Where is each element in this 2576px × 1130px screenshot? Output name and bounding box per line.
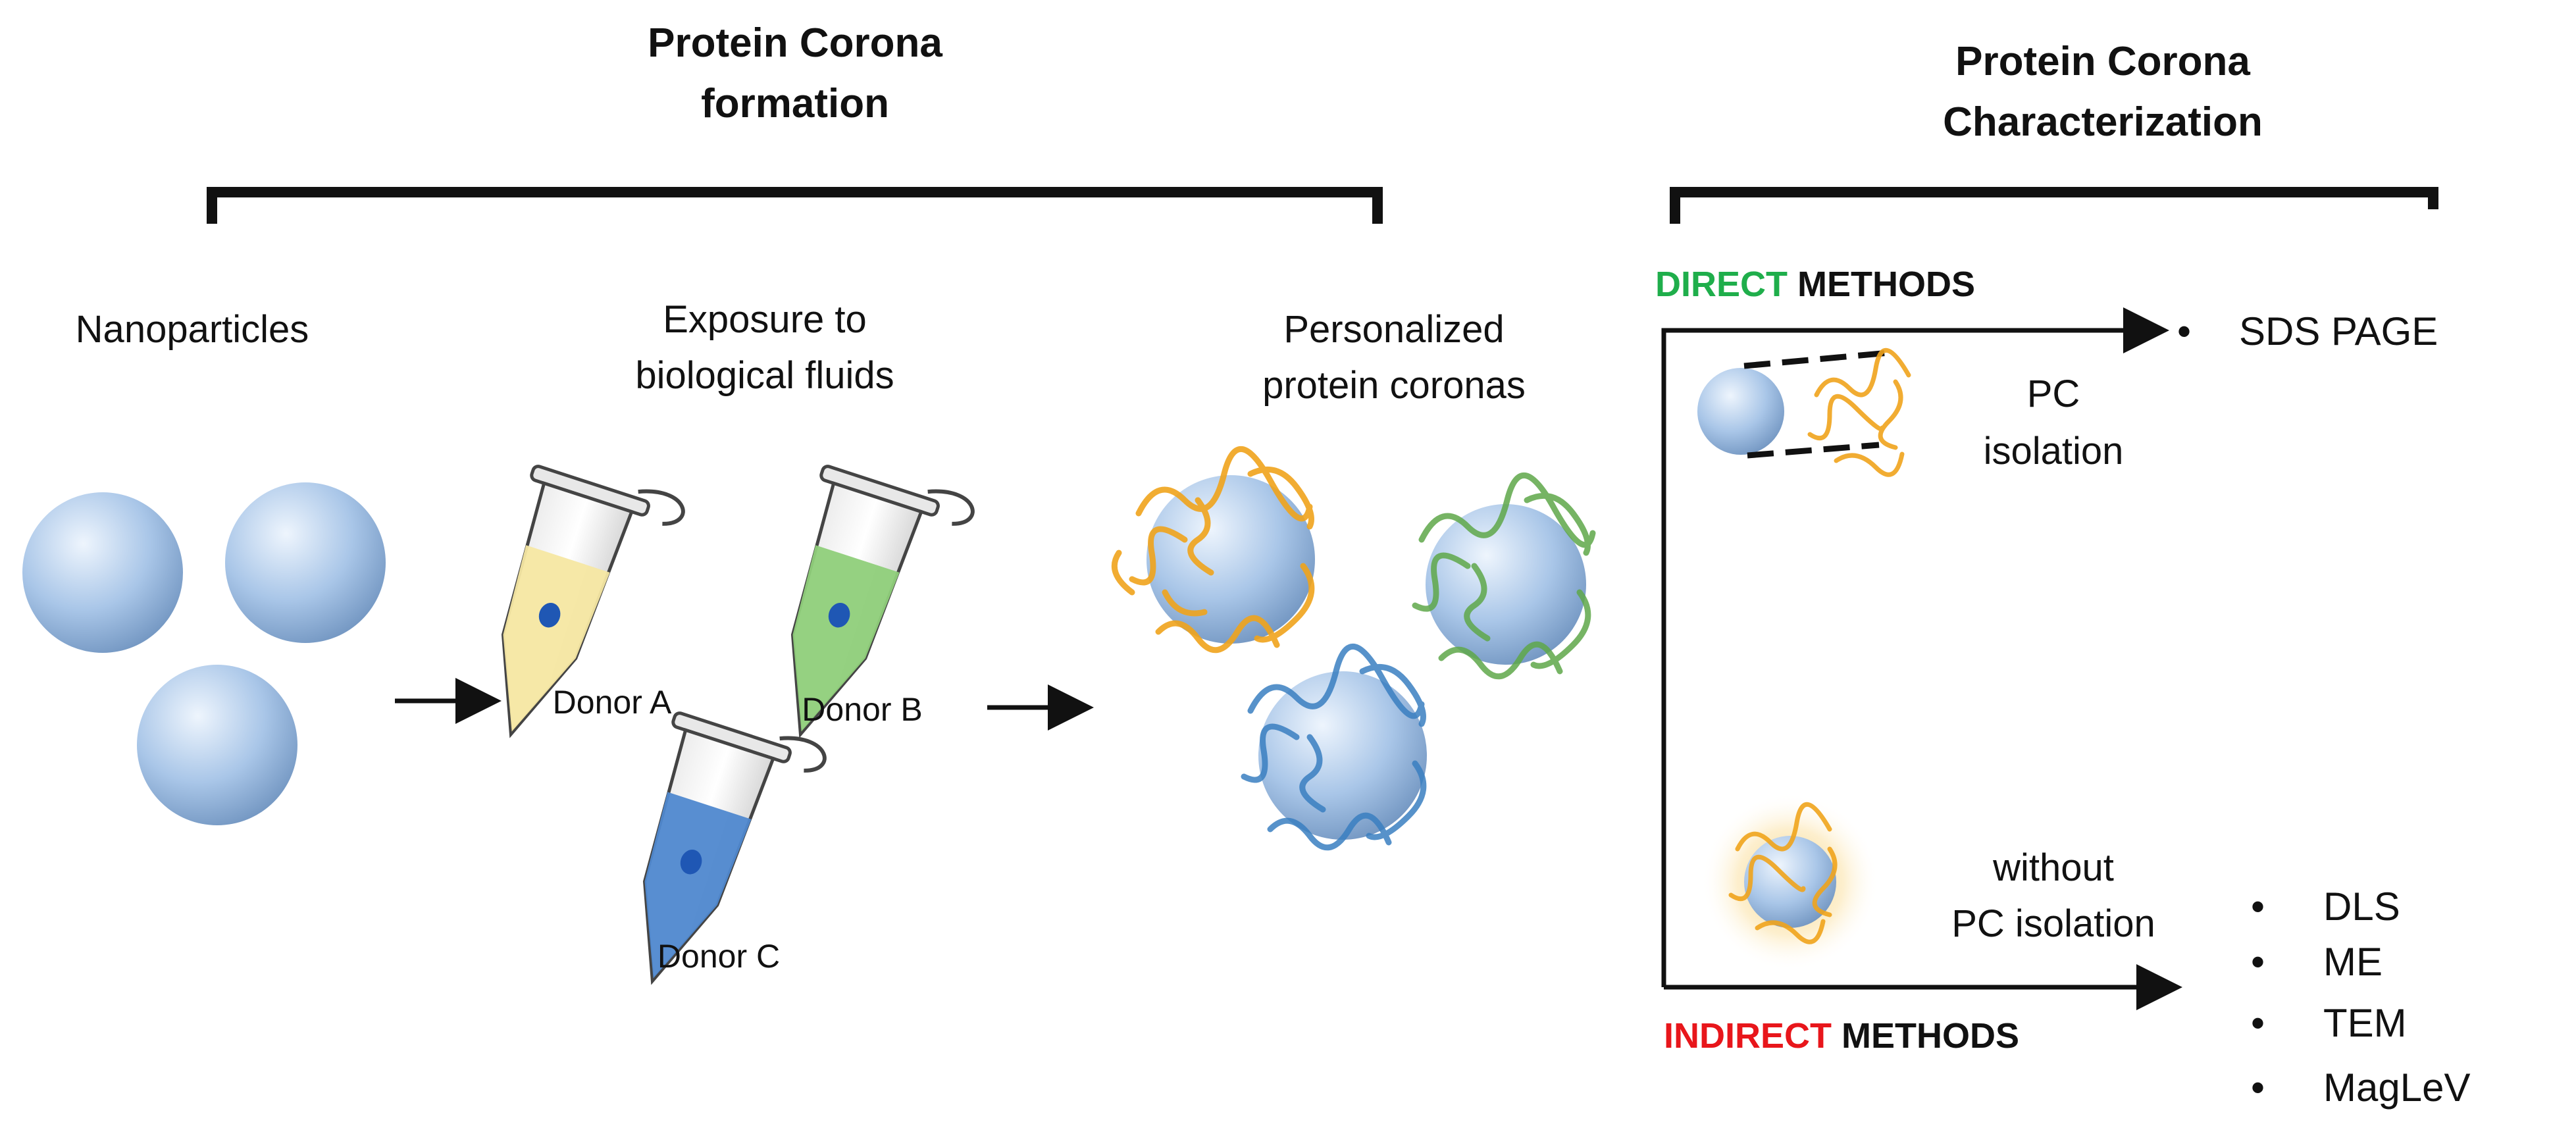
characterization-title-line1: Protein Corona — [1955, 39, 2250, 84]
direct-desc-line2: isolation — [1984, 430, 2124, 473]
direct-isolated-corona — [1807, 347, 1911, 477]
indirect-item-1: ME — [2323, 940, 2383, 984]
indirect-bullet-1: • — [2251, 940, 2265, 984]
indirect-word: INDIRECT — [1664, 1016, 1832, 1056]
indirect-bullet-2: • — [2251, 1001, 2265, 1045]
direct-methods-axis — [1661, 307, 2169, 987]
exposure-label-line2: biological fluids — [635, 354, 894, 397]
indirect-desc-line1: without — [1992, 846, 2114, 889]
direct-bare-sphere — [1697, 368, 1784, 455]
nanoparticles-label: Nanoparticles — [76, 308, 309, 351]
indirect-item-0: DLS — [2323, 885, 2400, 929]
indirect-item-2: TEM — [2323, 1001, 2407, 1045]
indirect-rest: METHODS — [1832, 1016, 2019, 1056]
nanoparticle-sphere-2 — [225, 482, 386, 643]
exposure-label-line1: Exposure to — [663, 298, 867, 341]
tube-donor-b — [790, 465, 975, 738]
corona-blue — [1241, 643, 1427, 851]
indirect-bullet-3: • — [2251, 1066, 2265, 1110]
characterization-bracket — [1670, 187, 2438, 224]
direct-desc-line1: PC — [2027, 372, 2080, 415]
formation-title-line2: formation — [701, 81, 889, 126]
direct-bullet-0: • — [2177, 309, 2191, 353]
formation-bracket — [207, 187, 1383, 224]
formation-title-line1: Protein Corona — [648, 20, 942, 66]
direct-rest: METHODS — [1788, 265, 1975, 304]
indirect-bullet-0: • — [2251, 885, 2265, 929]
tube-donor-a — [501, 465, 685, 738]
direct-methods-heading: DIRECT METHODS — [1655, 265, 1975, 304]
corona-orange — [1111, 446, 1315, 654]
donor-b-label: Donor B — [802, 691, 922, 728]
personalized-label-line1: Personalized — [1283, 308, 1504, 351]
donor-a-label: Donor A — [553, 684, 672, 721]
corona-green — [1412, 472, 1596, 680]
direct-dashed-bottom — [1747, 442, 1880, 459]
indirect-corona — [1728, 802, 1838, 944]
tube-donor-c — [642, 711, 827, 985]
personalized-label-line2: protein coronas — [1262, 364, 1526, 407]
direct-word: DIRECT — [1655, 265, 1788, 304]
nanoparticle-sphere-3 — [137, 665, 297, 825]
donor-c-label: Donor C — [657, 938, 780, 975]
direct-dashed-top — [1743, 349, 1890, 369]
nanoparticle-sphere-1 — [22, 492, 183, 653]
characterization-title-line2: Characterization — [1943, 99, 2263, 145]
direct-item-0: SDS PAGE — [2239, 309, 2438, 353]
indirect-methods-heading: INDIRECT METHODS — [1664, 1016, 2019, 1056]
indirect-item-3: MagLeV — [2323, 1066, 2470, 1110]
indirect-desc-line2: PC isolation — [1951, 902, 2155, 945]
